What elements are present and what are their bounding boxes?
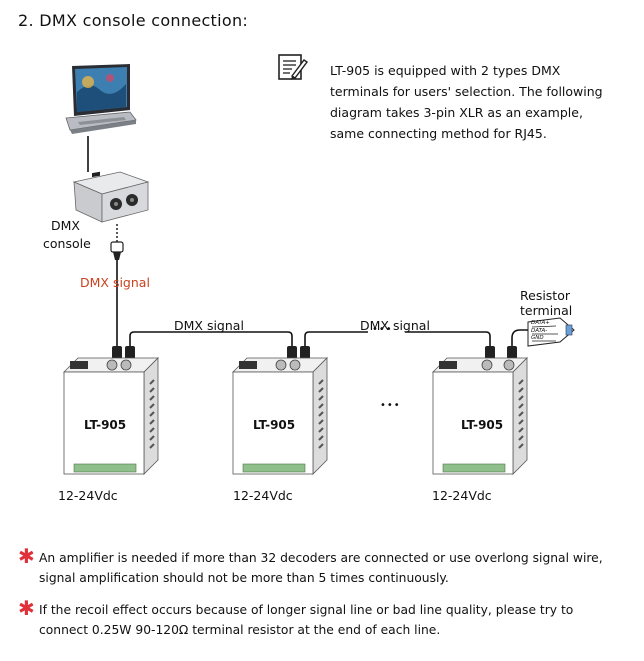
resistor-pin: GND [531, 335, 544, 341]
dmx-console-image [72, 171, 150, 223]
device-model-label: LT-905 [253, 418, 296, 432]
console-label-line1: DMX [51, 218, 80, 233]
footnote-line: signal amplification should not be more … [39, 571, 449, 585]
dmx-signal-label-red: DMX signal [80, 275, 150, 290]
asterisk-icon: ✱ [18, 596, 35, 620]
console-label-line2: console [43, 236, 91, 251]
note-pencil-icon [278, 54, 308, 80]
laptop-image [65, 64, 137, 134]
resistor-pin: DATA+ [531, 320, 550, 326]
section-heading: 2. DMX console connection: [18, 11, 249, 30]
note-line: same connecting method for RJ45. [330, 126, 547, 141]
resistor-label-line2: terminal [520, 303, 573, 318]
lt905-device: LT-905 [431, 356, 531, 484]
lt905-device: LT-905 [231, 356, 331, 484]
resistor-terminal [527, 317, 575, 347]
resistor-pin-labels: DATA+ DATA- GND [531, 320, 550, 343]
asterisk-icon: ✱ [18, 544, 35, 568]
lt905-device-image [63, 357, 159, 475]
lt905-device-image [432, 357, 528, 475]
ellipsis-middle: ••• [380, 400, 401, 411]
footnote-line: If the recoil effect occurs because of l… [39, 603, 574, 617]
device-model-label: LT-905 [84, 418, 127, 432]
note-text: LT-905 is equipped with 2 types DMX term… [330, 60, 630, 144]
dmx-signal-label: DMX signal [174, 318, 244, 333]
device-voltage-label: 12-24Vdc [432, 488, 492, 503]
footnote-line: An amplifier is needed if more than 32 d… [39, 551, 603, 565]
note-line: diagram takes 3-pin XLR as an example, [330, 105, 583, 120]
note-line: LT-905 is equipped with 2 types DMX [330, 63, 561, 78]
footnote: ✱ If the recoil effect occurs because of… [18, 596, 628, 640]
device-model-label: LT-905 [461, 418, 504, 432]
note-line: terminals for users' selection. The foll… [330, 84, 603, 99]
lt905-device-image [232, 357, 328, 475]
resistor-pin: DATA- [531, 327, 548, 334]
lt905-device: LT-905 [62, 356, 162, 484]
dmx-signal-label: DMX signal [360, 318, 430, 333]
device-voltage-label: 12-24Vdc [58, 488, 118, 503]
device-voltage-label: 12-24Vdc [233, 488, 293, 503]
footnote-line: connect 0.25W 90-120Ω terminal resistor … [39, 623, 441, 637]
resistor-label-line1: Resistor [520, 288, 570, 303]
footnote: ✱ An amplifier is needed if more than 32… [18, 544, 628, 588]
ellipsis-top: ••• [372, 324, 393, 335]
